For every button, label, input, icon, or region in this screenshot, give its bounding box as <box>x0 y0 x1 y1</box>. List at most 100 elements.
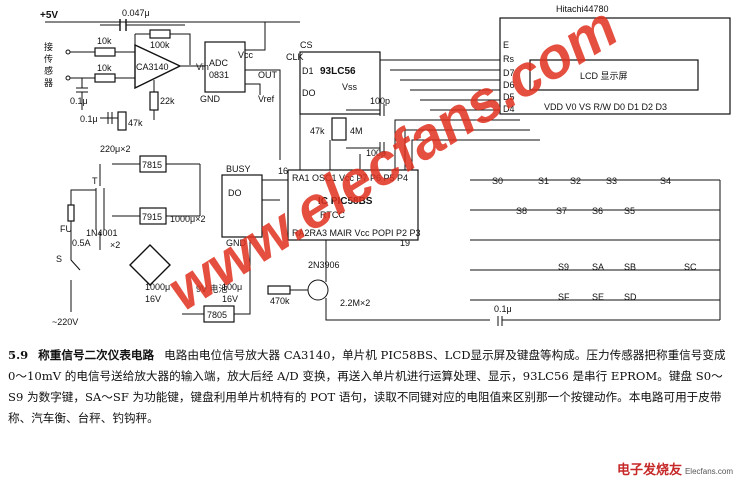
eeprom-chip <box>299 51 381 115</box>
cap-01-label: 0.1μ <box>494 304 512 314</box>
cap-1000-16-label: 1000μ <box>145 282 170 292</box>
cap-in2-label: 0.1μ <box>80 114 98 124</box>
key-s6: S6 <box>592 206 603 216</box>
fuse-val-label: 0.5A <box>72 238 91 248</box>
key-s8: S8 <box>516 206 527 216</box>
adc-label-1: ADC <box>209 58 229 68</box>
xtal-label: 4M <box>350 126 363 136</box>
caps-top-label: 220μ×2 <box>100 144 130 154</box>
vss-label: Vss <box>342 82 358 92</box>
switch-label: S <box>56 254 62 264</box>
key-se: SE <box>592 292 604 302</box>
key-sa: SA <box>592 262 604 272</box>
key-s9: S9 <box>558 262 569 272</box>
r4-label: 22k <box>160 96 175 106</box>
lcd-bottom-pins: VDD V0 VS R/W D0 D1 D2 D3 <box>544 102 667 112</box>
key-s3: S3 <box>606 176 617 186</box>
r22m-label: 2.2M×2 <box>340 298 370 308</box>
adc-chip <box>204 41 246 93</box>
cap-100u-label: 100μ <box>222 282 242 292</box>
d1-label: D1 <box>302 66 314 76</box>
reg1-label: 7815 <box>142 160 162 170</box>
keypad: S0 S1 S2 S3 S4 S8 S7 S6 S5 S9 SA SB SC S… <box>492 176 697 302</box>
supply-label: +5V <box>40 10 58 21</box>
opamp-label: CA3140 <box>136 62 169 72</box>
lcd-pin-d7: D7 <box>503 68 515 78</box>
sensor-label-1: 接 <box>44 41 53 52</box>
battery-label: 9V 电池 <box>196 283 228 294</box>
sensor-label-3: 感 <box>44 65 53 76</box>
adc-label-2: 0831 <box>209 70 229 80</box>
key-s1: S1 <box>538 176 549 186</box>
r3-label: 100k <box>150 40 170 50</box>
fuse-symbol <box>67 204 75 222</box>
cap-16v2-label: 16V <box>222 294 238 304</box>
eeprom-label: 93LC56 <box>320 66 356 77</box>
key-s7: S7 <box>556 206 567 216</box>
cap-1000-label: 1000μ×2 <box>170 214 205 224</box>
dout-label: OUT <box>258 70 278 80</box>
mcu-name: IC PIC58BS <box>318 196 373 207</box>
cap-16v-label: 16V <box>145 294 161 304</box>
lcd-screen-label: LCD 显示屏 <box>580 71 628 81</box>
do2-label: DO <box>228 188 242 198</box>
caption-number: 5.9 <box>8 348 29 362</box>
pin19-label: 19 <box>400 238 410 248</box>
do-label: DO <box>302 88 316 98</box>
key-s5: S5 <box>624 206 635 216</box>
r1-label: 10k <box>97 36 112 46</box>
gnd-label: GND <box>200 94 221 104</box>
caption-title: 称重信号二次仪表电路 <box>38 348 155 362</box>
lcd-pin-d4: D4 <box>503 104 515 114</box>
cap100p-a-label: 100p <box>370 96 390 106</box>
busy-label: BUSY <box>226 164 251 174</box>
gnd2-label: GND <box>226 238 247 248</box>
cap100p-b-label: 100p <box>366 148 386 158</box>
lcd-pin-e: E <box>503 40 509 50</box>
cs-label: CS <box>300 40 313 50</box>
cap-fb-label: 0.047μ <box>122 8 150 18</box>
vin-label: Vin <box>196 62 209 72</box>
lcd-pin-rs: Rs <box>503 54 514 64</box>
logo-sub: Elecfans.com <box>684 467 733 476</box>
transformer-label: T <box>92 176 98 186</box>
lcd-screen <box>529 59 699 91</box>
key-s4: S4 <box>660 176 671 186</box>
diode-label: 1N4001 <box>86 228 118 238</box>
r5-label: 47k <box>128 118 143 128</box>
reg2-label: 7915 <box>142 212 162 222</box>
r2-label: 10k <box>97 63 112 73</box>
r470-label: 470k <box>270 296 290 306</box>
key-sd: SD <box>624 292 637 302</box>
caption: 5.9 称重信号二次仪表电路电路由电位信号放大器 CA3140，单片机 PIC58… <box>8 345 736 429</box>
mcu-top-pins: RA1 OSC1 Vcc P7 P6 P5 P4 <box>292 173 408 183</box>
r47k-label: 47k <box>310 126 325 136</box>
vcc-label: Vcc <box>238 50 254 60</box>
circuit-schematic: +5V 0.047μ 接 传 感 器 0.1μ 10k 10k 100k CA3… <box>40 0 731 327</box>
caption-text: 电路由电位信号放大器 CA3140，单片机 PIC58BS、LCD显示屏及键盘等… <box>8 348 726 425</box>
mcu-bottom-pins: RA2RA3 MAIR Vcc POPI P2 P3 <box>292 228 421 238</box>
key-sf: SF <box>558 292 570 302</box>
clk-label: CLK <box>286 52 304 62</box>
adc-interface-block <box>221 174 263 238</box>
transistor-label: 2N3906 <box>308 260 340 270</box>
logo-text: 电子发烧友 <box>616 462 682 477</box>
vref-label: Vref <box>258 94 275 104</box>
key-s2: S2 <box>570 176 581 186</box>
mcu-rtcc: RTCC <box>320 210 345 220</box>
lcd-pin-d6: D6 <box>503 80 515 90</box>
sensor-label-2: 传 <box>44 53 53 64</box>
reg3-label: 7805 <box>207 310 227 320</box>
pin16-label: 16 <box>278 166 288 176</box>
key-sb: SB <box>624 262 636 272</box>
cap-in-label: 0.1μ <box>70 96 88 106</box>
key-sc: SC <box>684 262 697 272</box>
diode-x2-label: ×2 <box>110 240 120 250</box>
lcd-pin-d5: D5 <box>503 92 515 102</box>
sensor-label-4: 器 <box>44 78 53 88</box>
opamp-symbol <box>134 43 182 90</box>
mains-label: ~220V <box>52 317 78 327</box>
crystal <box>331 117 347 141</box>
fuse-label: FU <box>60 224 72 234</box>
